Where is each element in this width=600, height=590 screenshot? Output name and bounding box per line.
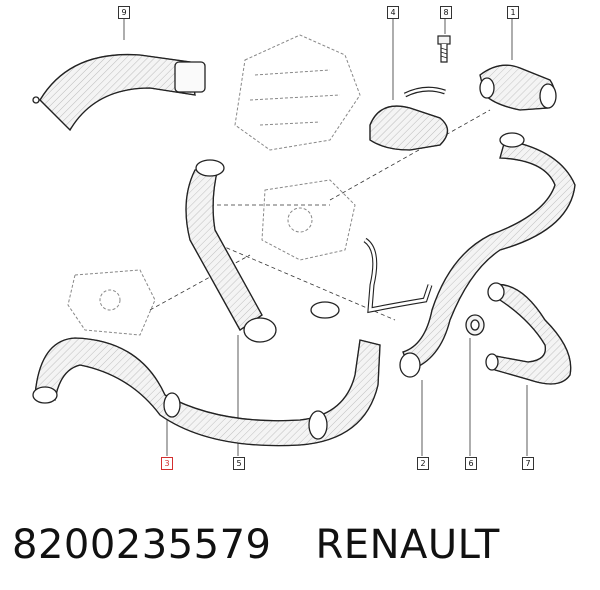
part-3-lower-hose	[32, 301, 381, 447]
part-4-breather-pipe	[369, 86, 449, 151]
callout-6: 6	[465, 457, 477, 470]
engine-block-outline-left	[67, 269, 156, 336]
part-number: 8200235579	[12, 522, 272, 568]
part-5-vertical-hose	[185, 159, 277, 343]
engine-block-outline-top	[234, 34, 361, 151]
brand-name: RENAULT	[315, 522, 500, 568]
callout-8: 8	[440, 6, 452, 19]
small-breather-tube	[363, 237, 433, 314]
part-9-intake-duct	[32, 53, 206, 132]
part-1-connector-housing	[479, 64, 557, 111]
hose-assembly-diagram	[32, 18, 576, 456]
part-caption: 8200235579 RENAULT	[12, 510, 592, 580]
callout-4: 4	[387, 6, 399, 19]
leader-lines	[149, 109, 491, 321]
callout-5: 5	[233, 457, 245, 470]
callout-7: 7	[522, 457, 534, 470]
callout-3: 3	[161, 457, 173, 470]
part-2-s-hose	[399, 132, 576, 378]
part-8-bolt	[437, 35, 451, 63]
callout-9: 9	[118, 6, 130, 19]
callout-1: 1	[507, 6, 519, 19]
part-6-clamp-ring	[465, 314, 485, 336]
engine-block-outline-middle	[261, 179, 356, 261]
callout-2: 2	[417, 457, 429, 470]
part-7-short-hose	[485, 282, 572, 385]
